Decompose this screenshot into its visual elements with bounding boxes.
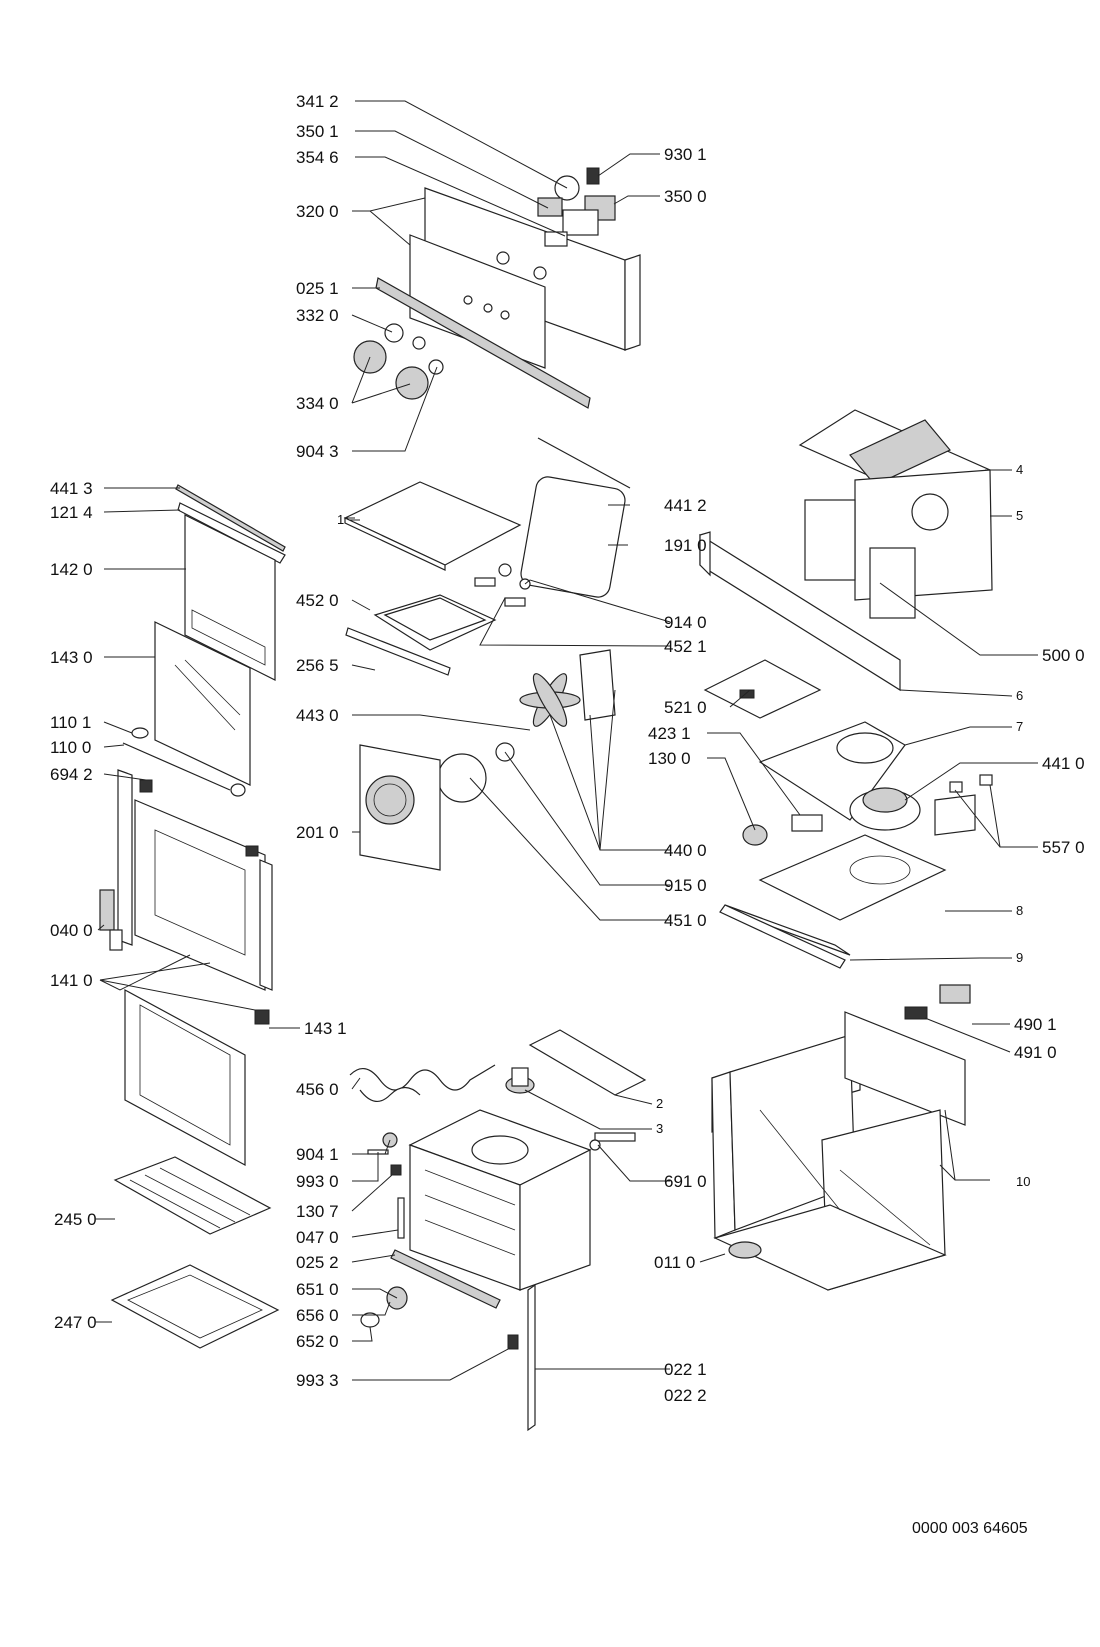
- label-110-1: 110 1: [50, 713, 91, 732]
- label-191-0: 191 0: [664, 536, 707, 555]
- label-500-0: 500 0: [1042, 646, 1085, 665]
- label-121-4: 121 4: [50, 503, 93, 522]
- small-label-2: 2: [656, 1096, 663, 1111]
- label-130-7: 130 7: [296, 1202, 339, 1221]
- label-354-6: 354 6: [296, 148, 339, 167]
- label-694-2: 694 2: [50, 765, 93, 784]
- label-915-0: 915 0: [664, 876, 707, 895]
- label-143-1: 143 1: [304, 1019, 347, 1038]
- small-label-1: 1: [337, 512, 344, 527]
- label-022-2: 022 2: [664, 1386, 707, 1405]
- label-350-1: 350 1: [296, 122, 339, 141]
- label-130-0: 130 0: [648, 749, 691, 768]
- small-label-leaders: [349, 469, 1013, 1130]
- label-022-1: 022 1: [664, 1360, 707, 1379]
- cavity-group: [349, 1029, 647, 1432]
- label-930-1: 930 1: [664, 145, 707, 164]
- upper-middle-group: [343, 437, 631, 871]
- label-047-0: 047 0: [296, 1228, 339, 1247]
- label-440-0: 440 0: [664, 841, 707, 860]
- label-110-0: 110 0: [50, 738, 91, 757]
- reference-number: 0000 003 64605: [912, 1520, 1028, 1537]
- small-label-5: 5: [1016, 508, 1023, 523]
- label-656-0: 656 0: [296, 1306, 339, 1325]
- label-993-3: 993 3: [296, 1371, 339, 1390]
- small-label-3: 3: [656, 1121, 663, 1136]
- label-025-2: 025 2: [296, 1253, 339, 1272]
- label-451-0: 451 0: [664, 911, 707, 930]
- label-320-0: 320 0: [296, 202, 339, 221]
- label-332-0: 332 0: [296, 306, 339, 325]
- label-904-3: 904 3: [296, 442, 339, 461]
- label-040-0: 040 0: [50, 921, 93, 940]
- label-691-0: 691 0: [664, 1172, 707, 1191]
- label-256-5: 256 5: [296, 656, 339, 675]
- door-group: [99, 484, 286, 1167]
- small-label-8: 8: [1016, 903, 1023, 918]
- label-334-0: 334 0: [296, 394, 339, 413]
- label-141-0: 141 0: [50, 971, 93, 990]
- small-label-7: 7: [1016, 719, 1023, 734]
- label-142-0: 142 0: [50, 560, 93, 579]
- label-011-0: 011 0: [654, 1253, 695, 1272]
- small-label-9: 9: [1016, 950, 1023, 965]
- label-491-0: 491 0: [1014, 1043, 1057, 1062]
- label-245-0: 245 0: [54, 1210, 97, 1229]
- racks-group: [110, 1156, 280, 1349]
- label-521-0: 521 0: [664, 698, 707, 717]
- label-441-2: 441 2: [664, 496, 707, 515]
- label-143-0: 143 0: [50, 648, 93, 667]
- housing-group: [711, 1011, 966, 1291]
- label-904-1: 904 1: [296, 1145, 339, 1164]
- control-panel-group: [353, 167, 641, 409]
- label-452-0: 452 0: [296, 591, 339, 610]
- leader-lines: [96, 100, 1038, 1381]
- label-441-3: 441 3: [50, 479, 93, 498]
- label-456-0: 456 0: [296, 1080, 339, 1099]
- label-441-0: 441 0: [1042, 754, 1085, 773]
- label-423-1: 423 1: [648, 724, 691, 743]
- label-341-2: 341 2: [296, 92, 339, 111]
- label-443-0: 443 0: [296, 706, 339, 725]
- label-557-0: 557 0: [1042, 838, 1085, 857]
- label-247-0: 247 0: [54, 1313, 97, 1332]
- label-914-0: 914 0: [664, 613, 707, 632]
- label-350-0: 350 0: [664, 187, 707, 206]
- label-201-0: 201 0: [296, 823, 339, 842]
- label-652-0: 652 0: [296, 1332, 339, 1351]
- label-993-0: 993 0: [296, 1172, 339, 1191]
- small-label-6: 6: [1016, 688, 1023, 703]
- small-label-4: 4: [1016, 462, 1023, 477]
- small-label-10: 10: [1016, 1174, 1030, 1189]
- label-025-1: 025 1: [296, 279, 339, 298]
- label-452-1: 452 1: [664, 637, 707, 656]
- electronics-group: [699, 409, 993, 1020]
- label-490-1: 490 1: [1014, 1015, 1057, 1034]
- callout-labels: 341 2 350 1 354 6 320 0 025 1 332 0 334 …: [50, 92, 1085, 1537]
- label-651-0: 651 0: [296, 1280, 339, 1299]
